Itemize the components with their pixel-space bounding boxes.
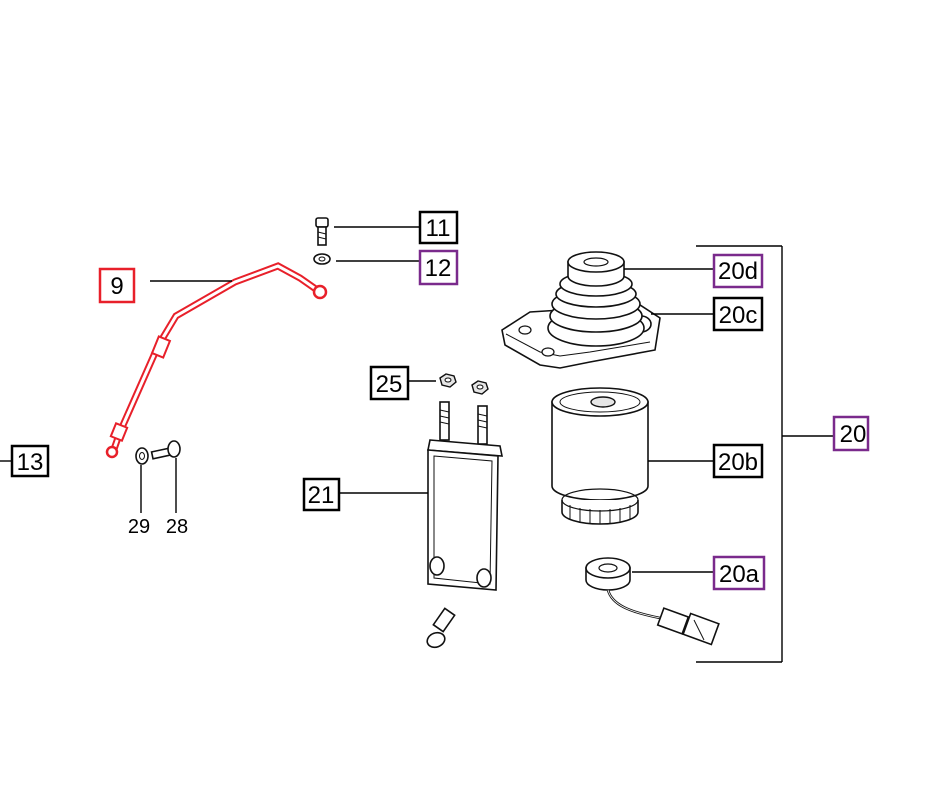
- callout-12-label: 12: [425, 255, 452, 282]
- assembly-bracket-20: [696, 245, 834, 663]
- callout-28-label[interactable]: 28: [166, 516, 188, 538]
- callout-13-label: 13: [17, 449, 44, 476]
- filter-head-part-20c[interactable]: [501, 271, 661, 369]
- callout-9-label: 9: [110, 273, 123, 300]
- callout-20b[interactable]: 20b: [648, 443, 764, 479]
- callout-29-label[interactable]: 29: [128, 516, 150, 538]
- callout-11[interactable]: 11: [334, 210, 459, 245]
- callout-25[interactable]: 25: [369, 365, 436, 401]
- callout-13[interactable]: 13: [0, 444, 50, 478]
- washer-part-29[interactable]: [135, 447, 149, 465]
- callout-20b-label: 20b: [718, 449, 758, 476]
- callout-9[interactable]: 9: [98, 267, 232, 304]
- heater-plate-part-21[interactable]: [427, 401, 503, 591]
- bolt-part-28[interactable]: [150, 440, 181, 460]
- washer-part-12[interactable]: [313, 253, 331, 265]
- nut-part-25[interactable]: [439, 373, 489, 395]
- callout-20d-label: 20d: [718, 258, 758, 285]
- callout-20-label: 20: [840, 421, 867, 448]
- callout-20d[interactable]: 20d: [624, 253, 764, 289]
- plate-bolt[interactable]: [425, 607, 456, 649]
- callout-20a[interactable]: 20a: [632, 555, 766, 591]
- callout-12[interactable]: 12: [336, 249, 459, 286]
- callout-25-label: 25: [376, 371, 403, 398]
- callout-20[interactable]: 20: [832, 415, 870, 452]
- callout-20c[interactable]: 20c: [651, 296, 764, 332]
- callout-20c-label: 20c: [719, 302, 758, 329]
- filter-cartridge-part-20b[interactable]: [551, 387, 649, 525]
- filter-cap-part-20d[interactable]: [567, 251, 625, 287]
- callout-11-label: 11: [426, 215, 451, 242]
- bolt-part-11[interactable]: [315, 217, 329, 246]
- callout-20a-label: 20a: [719, 561, 760, 588]
- fuel-tube-part-9[interactable]: [105, 262, 328, 459]
- callout-21-label: 21: [308, 482, 335, 509]
- water-sensor-part-20a[interactable]: [585, 557, 720, 646]
- callout-21[interactable]: 21: [302, 477, 428, 512]
